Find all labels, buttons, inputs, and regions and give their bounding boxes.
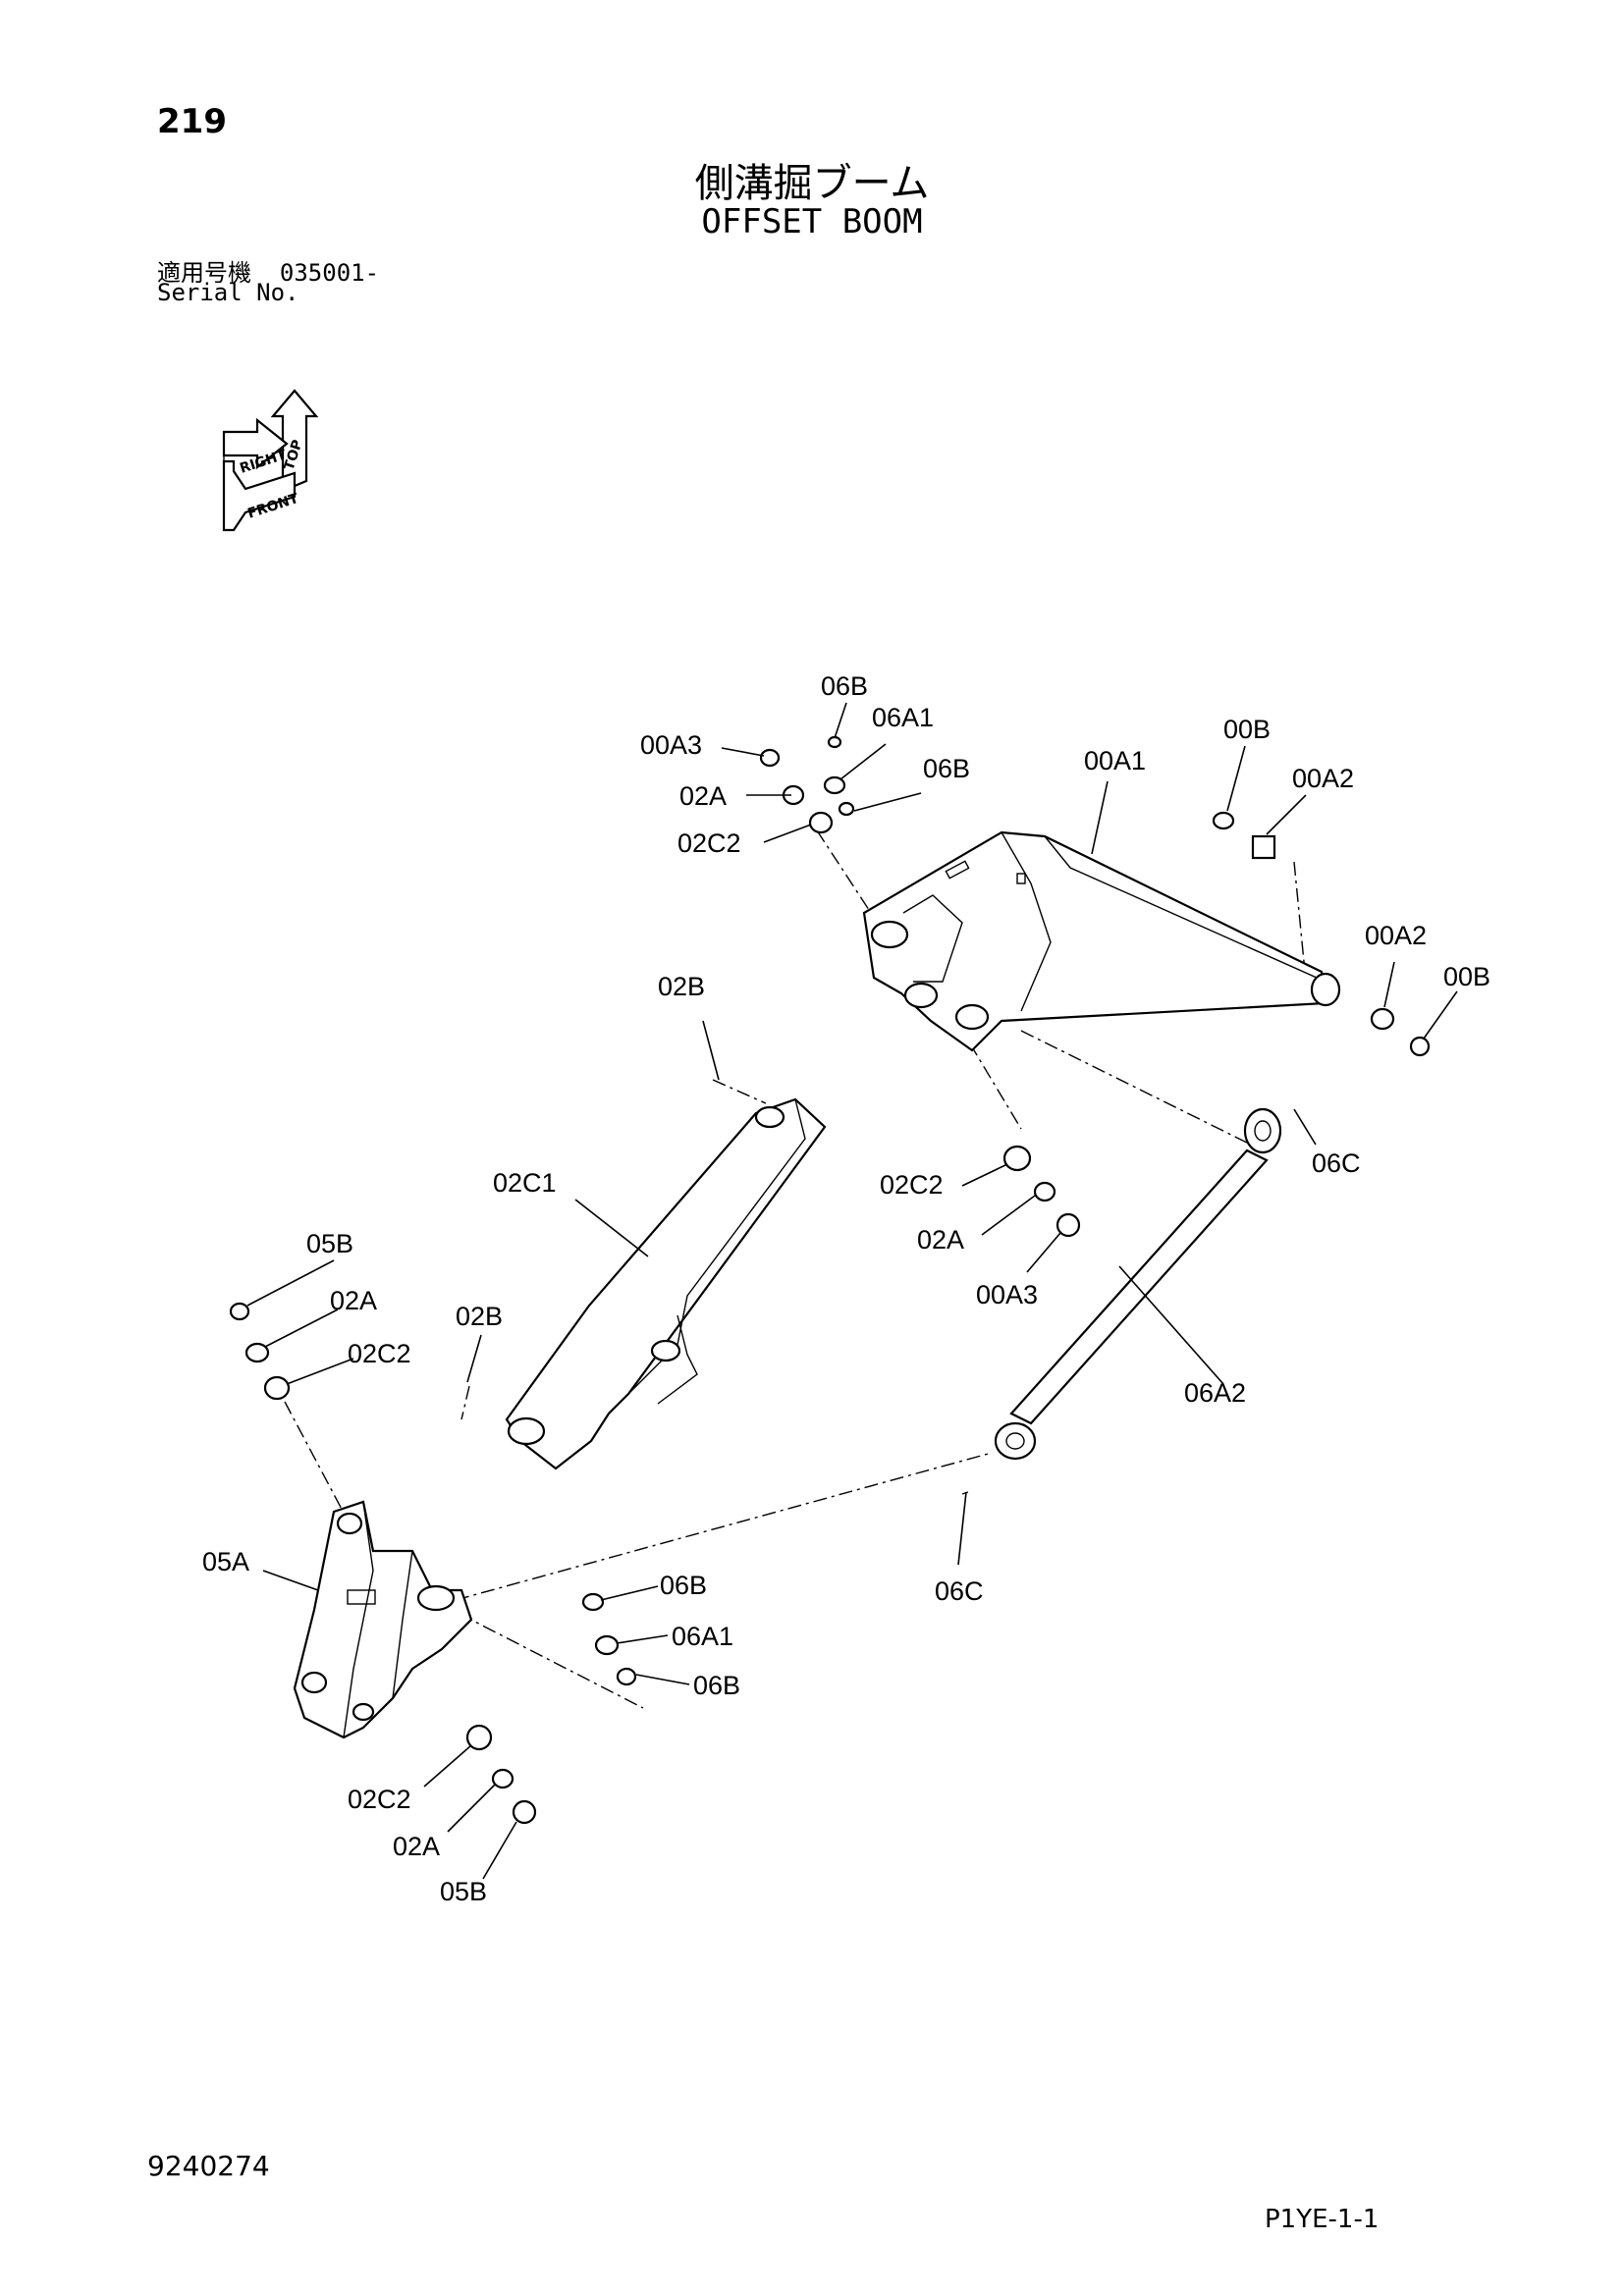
callout-label: 06B <box>693 1671 740 1700</box>
callout-label: 00A2 <box>1292 764 1354 793</box>
callout-label: 05A <box>202 1547 249 1576</box>
document-number: 9240274 <box>147 2150 270 2182</box>
page-title-japanese: 側溝掘ブーム <box>694 161 930 206</box>
callout-label: 02A <box>393 1832 440 1861</box>
page-number: 219 <box>157 102 227 141</box>
callout-label: 00B <box>1223 715 1271 744</box>
arm-02c1 <box>505 1097 827 1470</box>
page-title-english: OFFSET BOOM <box>701 202 923 241</box>
serial-label-english: Serial No. <box>157 279 299 306</box>
page-code: P1YE-1-1 <box>1265 2205 1380 2234</box>
leader-lines <box>246 702 1458 1880</box>
link-rod-06a2 <box>994 1107 1282 1461</box>
callout-label: 02C1 <box>493 1168 557 1198</box>
assembly-lines <box>284 829 1307 1709</box>
callout-label: 06A2 <box>1184 1378 1246 1408</box>
callout-label: 02A <box>917 1225 964 1255</box>
callout-label: 06A1 <box>872 703 934 732</box>
callout-label: 05B <box>306 1229 353 1258</box>
callout-label: 02C2 <box>348 1339 411 1368</box>
callout-label: 00A2 <box>1365 921 1427 950</box>
callout-label: 02B <box>456 1302 503 1331</box>
pin-00a3-top <box>759 748 781 768</box>
callout-label: 02A <box>330 1286 377 1315</box>
callout-label: 00A3 <box>640 730 702 760</box>
callout-labels: 06B 06A1 00A3 06B 02A 02C2 00A1 00B 00A2… <box>202 671 1490 1906</box>
small-parts <box>229 735 1431 1825</box>
callout-label: 00A3 <box>976 1280 1038 1309</box>
orientation-badge-icon: TOP RIGHT FRONT <box>222 389 319 532</box>
callout-label: 05B <box>440 1877 487 1906</box>
callout-label: 06A1 <box>672 1622 733 1651</box>
main-boom-00a1 <box>862 830 1341 1052</box>
bracket-05a <box>293 1500 473 1739</box>
callout-label: 06C <box>935 1576 984 1606</box>
serial-label-japanese: 適用号機 <box>157 259 251 287</box>
callout-label: 06B <box>923 754 970 783</box>
callout-label: 02C2 <box>677 828 741 858</box>
callout-label: 06B <box>821 671 868 701</box>
callout-label: 06C <box>1312 1148 1361 1178</box>
callout-label: 02C2 <box>880 1170 944 1200</box>
callout-label: 06B <box>660 1571 707 1600</box>
callout-label: 02B <box>658 972 705 1001</box>
callout-label: 02C2 <box>348 1785 411 1814</box>
callout-label: 00A1 <box>1084 746 1146 775</box>
serial-value: 035001- <box>279 259 380 287</box>
callout-label: 00B <box>1443 962 1490 991</box>
callout-label: 02A <box>679 781 727 811</box>
serial-row: 適用号機 035001- <box>157 253 379 288</box>
